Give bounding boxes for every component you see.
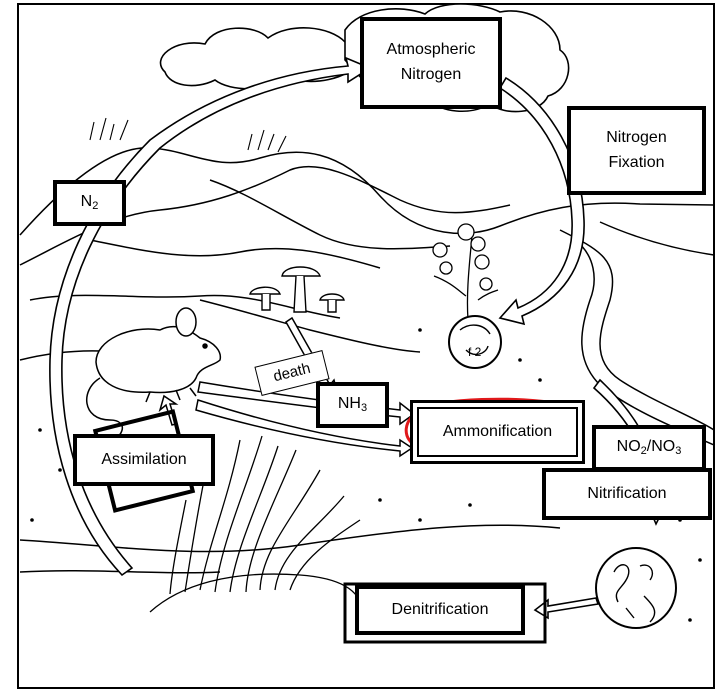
nh3-box: NH3 (316, 382, 389, 428)
denitrification-arrow (533, 597, 600, 620)
n2-base: N (80, 193, 93, 211)
nitrification-box: Nitrification (542, 468, 712, 520)
mushroom-icon (249, 266, 345, 313)
no-subscript2: 3 (675, 445, 682, 458)
ammonification-box: Ammonification (410, 400, 585, 464)
nitrogen-fixation-line2: Fixation (608, 153, 665, 171)
assimilation-label: Assimilation (101, 450, 187, 468)
atmospheric-nitrogen-line1: Atmospheric (386, 41, 476, 59)
grass-icon (89, 117, 287, 153)
nitrogen-fixation-box: Nitrogen Fixation (567, 106, 706, 195)
frame-border (17, 3, 715, 689)
bacteria-circle-icon (595, 547, 677, 629)
ammonification-label: Ammonification (442, 422, 553, 440)
nitrogen-fixation-line1: Nitrogen (606, 128, 667, 146)
denitrification-outer-frame (343, 582, 547, 644)
no2-no3-box: NO2/NO3 (592, 425, 706, 471)
svg-text:f 2: f 2 (468, 345, 482, 359)
bacteria-circle-icon: f 2 (448, 315, 502, 369)
n2-subscript: 2 (92, 200, 99, 213)
n2-box: N2 (53, 180, 126, 226)
plant-icon (432, 223, 499, 321)
mouse-icon (86, 307, 222, 447)
assimilation-box: Assimilation (73, 434, 215, 486)
nitrification-label: Nitrification (587, 484, 667, 502)
atmospheric-nitrogen-box: Atmospheric Nitrogen (360, 17, 502, 109)
atmospheric-nitrogen-line2: Nitrogen (400, 66, 462, 83)
nh3-base: NH (337, 395, 361, 413)
nh3-subscript: 3 (360, 402, 368, 415)
denitrification-box: Denitrification (355, 585, 525, 635)
no-slash-part: /NO (646, 438, 676, 456)
grass-icon (149, 435, 363, 613)
denitrification-label: Denitrification (391, 600, 489, 618)
no-part1: NO (616, 438, 641, 456)
cycle-arrow-left (49, 56, 372, 577)
no-subscript1: 2 (640, 445, 647, 458)
death-label: death (271, 360, 313, 386)
